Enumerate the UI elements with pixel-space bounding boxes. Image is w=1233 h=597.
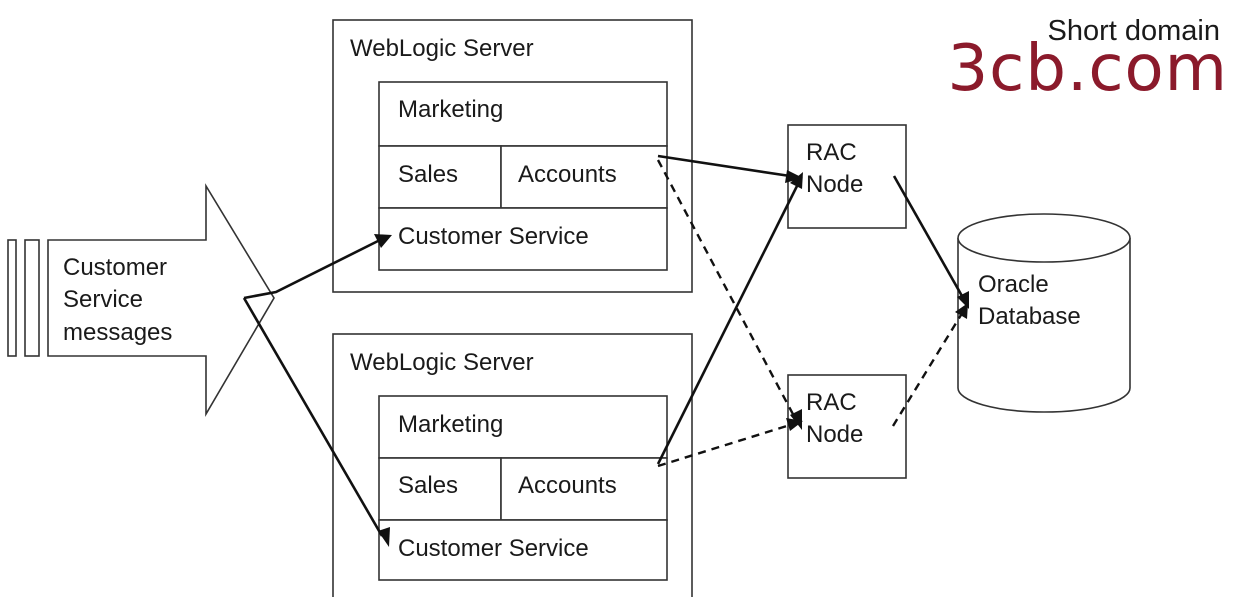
rac-node-label-line: Node (806, 171, 863, 198)
connection-arrow (657, 418, 803, 468)
watermark-brand-logo: 3cb.com (947, 32, 1228, 106)
message-queue-bars (7, 239, 40, 357)
module-accounts (500, 145, 668, 209)
rac-node-label: RAC Node (806, 139, 863, 198)
oracle-database-cylinder: Oracle Database (957, 213, 1131, 413)
module-customer-service (378, 519, 668, 581)
connection-arrow (243, 234, 392, 300)
rac-node-label-line: Node (806, 421, 863, 448)
module-customer-service-label: Customer Service (398, 223, 589, 250)
connection-arrow (656, 159, 802, 430)
database-label: Oracle Database (978, 271, 1081, 330)
module-accounts-label: Accounts (518, 161, 617, 188)
messages-label-line: Customer (63, 254, 167, 281)
weblogic-server-1: WebLogic Server Marketing Sales Accounts… (332, 19, 693, 293)
messages-label-line: Service (63, 286, 143, 313)
module-accounts (500, 457, 668, 521)
module-sales-label: Sales (398, 472, 458, 499)
module-sales (378, 457, 502, 521)
connection-arrow (657, 154, 803, 183)
connection-arrow (891, 303, 968, 427)
connection-arrow (656, 172, 803, 465)
rac-node-2: RAC Node (787, 374, 907, 479)
messages-label-line: messages (63, 319, 172, 346)
rac-node-1: RAC Node (787, 124, 907, 229)
watermark-caption: Short domain (1048, 15, 1221, 47)
rac-node-label: RAC Node (806, 389, 863, 448)
server-title: WebLogic Server (350, 35, 534, 62)
rac-node-label-line: RAC (806, 389, 857, 416)
weblogic-server-2: WebLogic Server Marketing Sales Accounts… (332, 333, 693, 597)
module-marketing-label: Marketing (398, 96, 503, 123)
messages-label: Customer Service messages (63, 254, 174, 346)
module-customer-service-label: Customer Service (398, 535, 589, 562)
rac-node-label-line: RAC (806, 139, 857, 166)
database-label-line: Database (978, 303, 1081, 330)
connection-arrow (242, 297, 390, 547)
server-title: WebLogic Server (350, 349, 534, 376)
module-marketing (378, 395, 668, 459)
database-label-line: Oracle (978, 271, 1049, 298)
connections (242, 154, 969, 547)
module-marketing-label: Marketing (398, 411, 503, 438)
module-sales-label: Sales (398, 161, 458, 188)
module-sales (378, 145, 502, 209)
customer-service-messages-arrow (47, 183, 275, 417)
module-accounts-label: Accounts (518, 472, 617, 499)
